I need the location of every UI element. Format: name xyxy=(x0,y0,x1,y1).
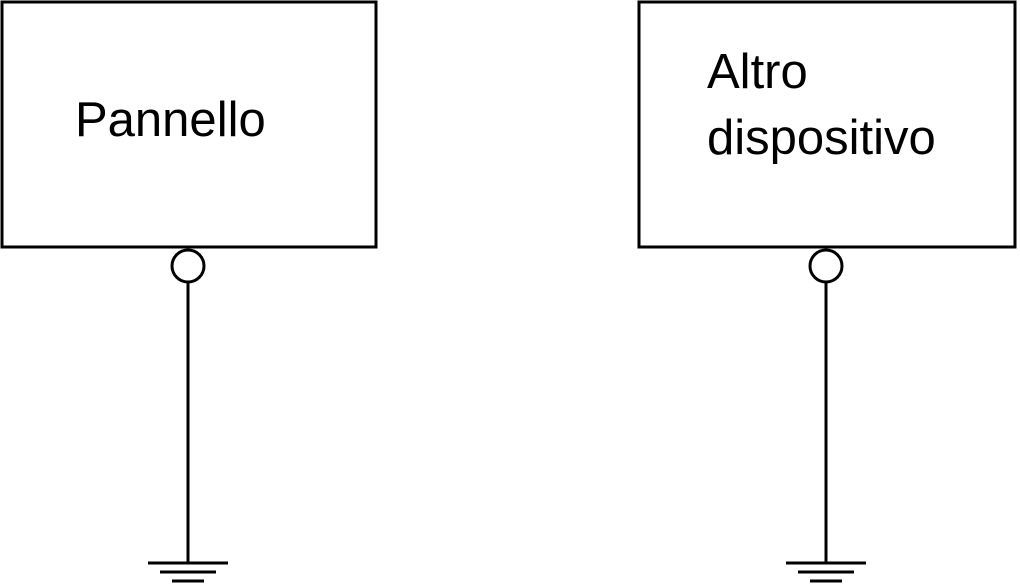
panel-label: Pannello xyxy=(75,93,266,147)
other-device-box xyxy=(637,0,1017,249)
panel-box xyxy=(0,0,378,249)
other-device-terminal-icon xyxy=(808,248,844,284)
other-device-label-line1: Altro xyxy=(707,45,808,99)
other-device-ground-icon xyxy=(786,561,866,583)
other-device-label-line2: dispositivo xyxy=(707,111,936,165)
panel-device: Pannello xyxy=(0,0,378,583)
panel-terminal-icon xyxy=(170,248,206,284)
other-device: Altro dispositivo xyxy=(637,0,1017,583)
panel-ground-icon xyxy=(148,561,228,583)
